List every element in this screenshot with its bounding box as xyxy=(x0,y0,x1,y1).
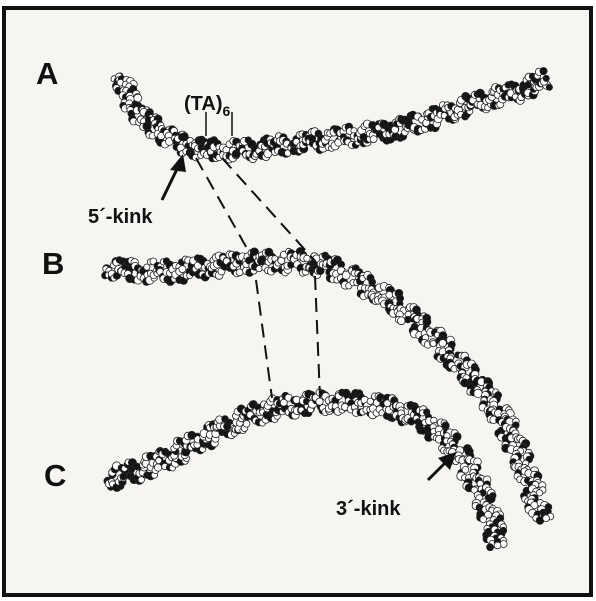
dna-atom xyxy=(370,136,377,143)
dna-atom xyxy=(494,542,501,549)
dna-atom xyxy=(540,68,547,75)
dna-atom xyxy=(474,389,482,397)
dna-atom xyxy=(304,255,310,261)
dna-atom xyxy=(525,81,532,88)
dna-atom xyxy=(293,396,300,403)
dna-atom xyxy=(316,398,323,405)
dna-atom xyxy=(487,544,494,551)
dna-atom xyxy=(179,266,186,273)
dna-atom xyxy=(259,256,266,263)
kink5-label: 5´-kink xyxy=(88,206,153,228)
panel-letter-a: A xyxy=(36,56,58,91)
dna-atom xyxy=(256,266,262,272)
ta-repeat-subscript: 6 xyxy=(223,103,231,119)
kink3-label: 3´-kink xyxy=(336,498,401,520)
dna-atom xyxy=(398,317,406,325)
dna-atom xyxy=(386,291,393,298)
dna-atom xyxy=(543,515,550,522)
dna-atom xyxy=(134,463,141,470)
dna-atom xyxy=(243,420,250,427)
panel-letter-c: C xyxy=(44,458,66,493)
dna-atom xyxy=(439,340,446,347)
panel-letter-b: B xyxy=(42,246,64,281)
dna-atom xyxy=(543,75,549,81)
dna-atom xyxy=(472,380,478,386)
dna-atom xyxy=(138,477,144,483)
dna-atom xyxy=(546,84,552,90)
